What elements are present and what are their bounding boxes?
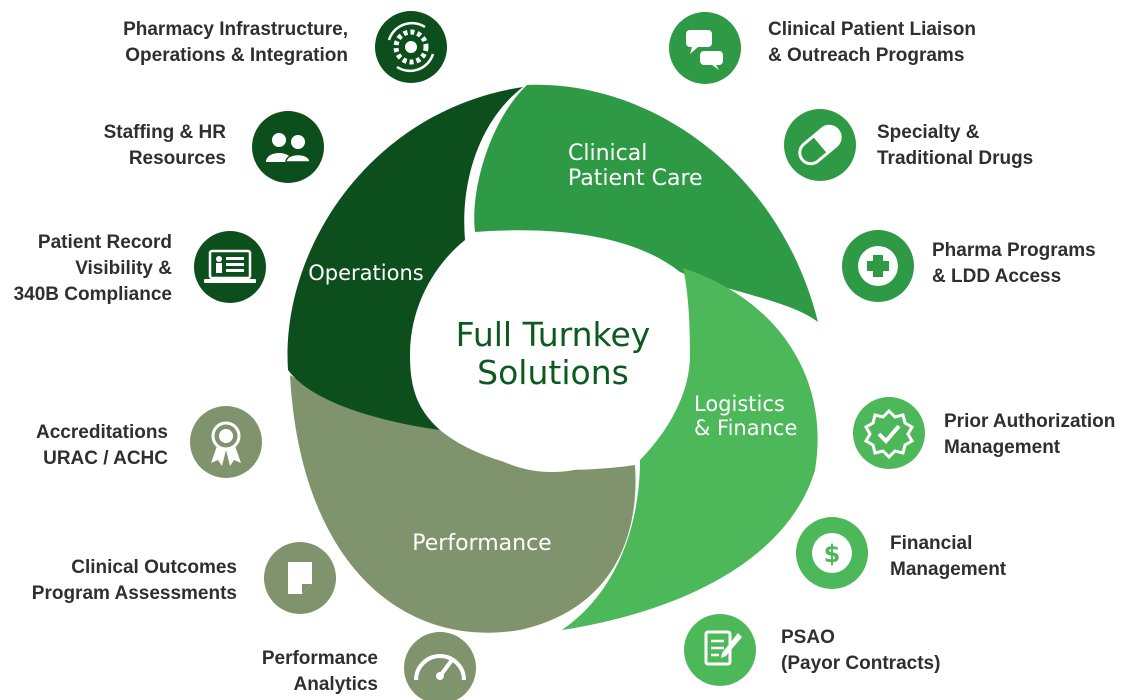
service-label-psao: PSAO(Payor Contracts) xyxy=(781,627,941,674)
segment-label-logistics-1: Logistics xyxy=(694,392,785,416)
center-title-line2: Solutions xyxy=(477,353,629,392)
segment-label-clinical-1: Clinical xyxy=(568,141,647,166)
segment-label-logistics-2: & Finance xyxy=(694,416,797,440)
segment-logistics-finance xyxy=(562,268,818,630)
service-label-specialty-drugs: Specialty &Traditional Drugs xyxy=(877,122,1034,169)
gear-cycle-icon xyxy=(375,11,447,83)
people-icon xyxy=(252,111,324,183)
service-label-pharma-programs: Pharma Programs& LDD Access xyxy=(932,240,1096,287)
contract-document-icon xyxy=(684,614,756,686)
segment-label-performance: Performance xyxy=(412,531,551,556)
chat-bubbles-icon xyxy=(669,12,741,84)
center-hub xyxy=(432,232,672,472)
award-ribbon-icon xyxy=(190,406,262,478)
pill-capsule-icon xyxy=(784,109,856,181)
svg-text:$: $ xyxy=(824,540,841,568)
verified-badge-icon xyxy=(853,397,925,469)
medical-cross-icon xyxy=(842,230,914,302)
center-title-line1: Full Turnkey xyxy=(456,315,651,354)
document-page-icon xyxy=(264,542,336,614)
segment-operations xyxy=(287,87,523,430)
speedometer-icon xyxy=(404,632,476,700)
service-label-patient-liaison: Clinical Patient Liaison& Outreach Progr… xyxy=(768,19,976,66)
patient-record-screen-icon xyxy=(194,231,266,303)
segment-performance xyxy=(290,375,636,633)
service-label-pharmacy-infrastructure: Pharmacy Infrastructure,Operations & Int… xyxy=(123,19,348,66)
segment-label-operations: Operations xyxy=(308,261,423,285)
segment-label-clinical-2: Patient Care xyxy=(568,166,703,191)
dollar-coin-icon: $ xyxy=(796,517,868,589)
segment-clinical-patient-care xyxy=(474,84,818,322)
